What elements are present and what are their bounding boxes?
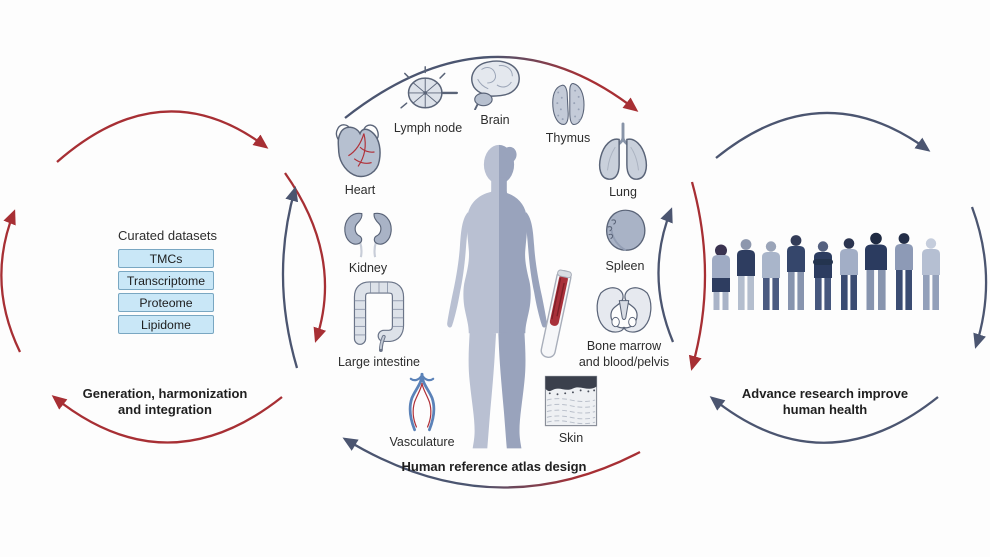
skin-label: Skin [558,431,584,445]
left-cycle-caption: Generation, harmonization and integratio… [45,386,285,419]
spleen-icon [606,209,646,252]
organ-lung: Lung [590,122,656,200]
left-caption-line2: and integration [118,402,212,418]
organ-skin: Skin [534,374,608,446]
brain-label: Brain [480,113,510,127]
thymus-label: Thymus [545,131,591,145]
dataset-box-tmcs: TMCs [118,249,214,268]
organ-bone-marrow: Bone marrow and blood/pelvis [570,282,678,370]
person-silhouette [762,241,780,310]
brain-icon [471,60,520,110]
left-caption-line1: Generation, harmonization [82,386,248,401]
right-cycle-arc-right [970,206,988,349]
spleen-label: Spleen [605,259,645,273]
bone-marrow-label-line2: and blood/pelvis [578,354,670,369]
pelvis-icon [596,287,652,333]
lung-label: Lung [609,185,637,199]
right-cycle-caption: Advance research improve human health [705,386,945,419]
person-silhouette [895,233,913,310]
left-cycle-arc-bottom [51,395,283,444]
dataset-box-transcriptome: Transcriptome [118,271,214,290]
right-cycle-arc-left [657,207,675,343]
organ-thymus: Thymus [534,80,602,146]
person-silhouette [922,238,940,310]
person-silhouette [712,244,730,310]
people-group-illustration [712,232,940,310]
person-silhouette [737,239,755,310]
right-cycle-arc-top [715,111,931,159]
middle-cycle-arc-left [281,186,299,369]
thymus-icon [552,82,585,125]
organ-kidney: Kidney [336,210,400,276]
bone-marrow-label-line1: Bone marrow [586,339,662,353]
organ-heart: Heart [326,120,394,198]
organ-vasculature: Vasculature [378,372,466,450]
middle-cycle-arc-bottom [342,437,641,489]
middle-cycle-arc-top [344,55,639,119]
middle-cycle-arc-right [688,181,707,371]
heart-icon [335,124,381,178]
heart-label: Heart [344,183,376,197]
kidney-icon [344,212,392,258]
organ-large-intestine: Large intestine [326,278,432,370]
left-cycle-arc-left [0,209,22,353]
kidney-label: Kidney [348,261,388,275]
large-intestine-label: Large intestine [337,355,420,369]
lung-icon [598,122,648,180]
right-cycle-arc-bottom [709,396,939,444]
right-caption-line1: Advance research improve [741,386,909,401]
organ-lymph-node: Lymph node [386,66,470,136]
large-intestine-icon [353,281,405,352]
curated-datasets-title: Curated datasets [118,228,218,243]
person-silhouette [787,235,805,310]
dataset-box-proteome: Proteome [118,293,214,312]
lymph-node-label: Lymph node [393,121,463,135]
vasculature-icon [408,372,436,432]
right-caption-line2: human health [782,402,868,418]
person-silhouette [840,238,858,310]
organ-spleen: Spleen [594,206,656,274]
curated-datasets-panel: Curated datasets TMCs Transcriptome Prot… [118,228,218,334]
organ-brain: Brain [458,56,532,128]
center-cycle-caption: Human reference atlas design [401,459,587,474]
lymph-node-icon [400,66,458,109]
dataset-box-lipidome: Lipidome [118,315,214,334]
vasculature-label: Vasculature [389,435,455,449]
left-cycle-arc-top [56,110,269,163]
blood-tube-icon [540,269,572,358]
left-cycle-arc-right [284,172,327,343]
skin-icon [544,375,598,427]
person-silhouette [813,241,833,310]
person-silhouette [865,232,887,310]
